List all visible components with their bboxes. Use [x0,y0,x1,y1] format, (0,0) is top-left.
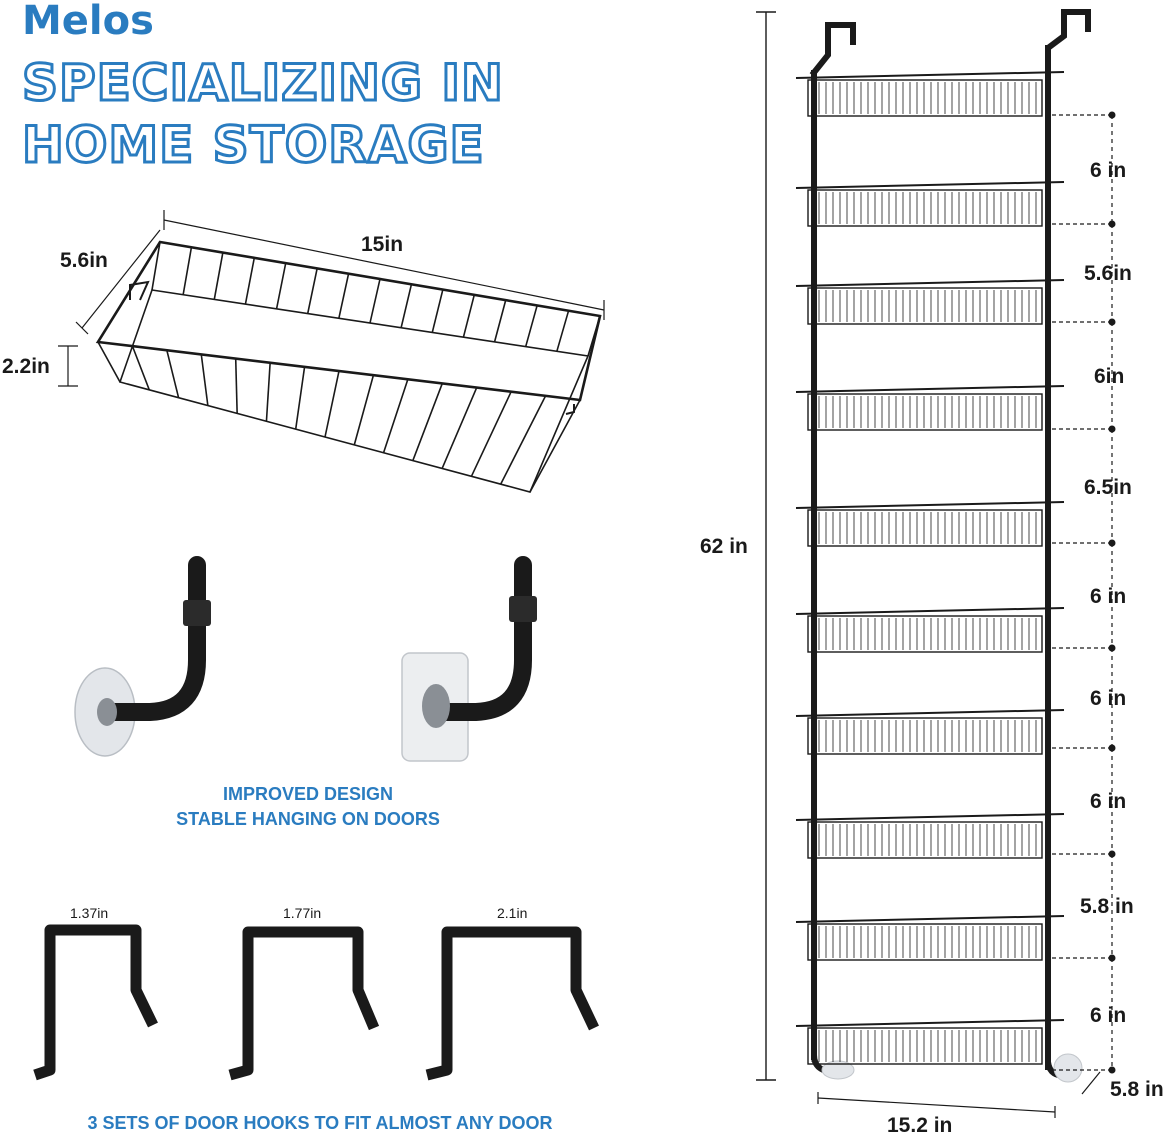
door-hook-1-icon [33,924,158,1081]
brand-logo: Melos [22,0,154,44]
mount-caption-line-1: IMPROVED DESIGN [222,784,394,804]
door-hook-3-icon [425,926,599,1081]
door-hook-1-size: 1.37in [70,905,109,921]
basket-height-label: 2.2in [2,355,50,378]
shelf-spacing-label-8: 5.8 in [1080,895,1134,918]
shelf-spacing-label-3: 6in [1094,365,1125,388]
rack-illustration [756,9,1116,1118]
mount-caption-line-2: STABLE HANGING ON DOORS [176,809,440,829]
shelf-spacing-label-7: 6 in [1090,790,1127,813]
door-hook-2-size: 1.77in [283,905,322,921]
rack-total-width-label: 15.2 in [887,1114,953,1137]
headline-line-2: HOME STORAGE [21,115,486,176]
adhesive-mount-icon [401,556,537,762]
door-hooks-caption: 3 SETS OF DOOR HOOKS TO FIT ALMOST ANY D… [87,1113,553,1133]
shelf-spacing-label-9: 6 in [1090,1004,1127,1027]
shelf-spacing-label-5: 6 in [1090,585,1127,608]
suction-mount-icon [74,556,211,757]
door-hook-3-size: 2.1in [497,905,528,921]
rack-depth-label: 5.8 in [1110,1078,1164,1101]
shelf-spacing-label-4: 6.5in [1084,476,1132,499]
basket-depth-label: 5.6in [60,249,108,272]
door-hook-2-icon [228,926,380,1081]
basket-illustration [58,210,605,493]
rack-total-height-label: 62 in [700,535,748,558]
shelf-spacing-label-2: 5.6in [1084,262,1132,285]
basket-width-label: 15in [361,233,404,256]
shelf-spacing-label-6: 6 in [1090,687,1127,710]
shelf-spacing-label-1: 6 in [1090,159,1127,182]
headline-line-1: SPECIALIZING IN [21,53,505,114]
